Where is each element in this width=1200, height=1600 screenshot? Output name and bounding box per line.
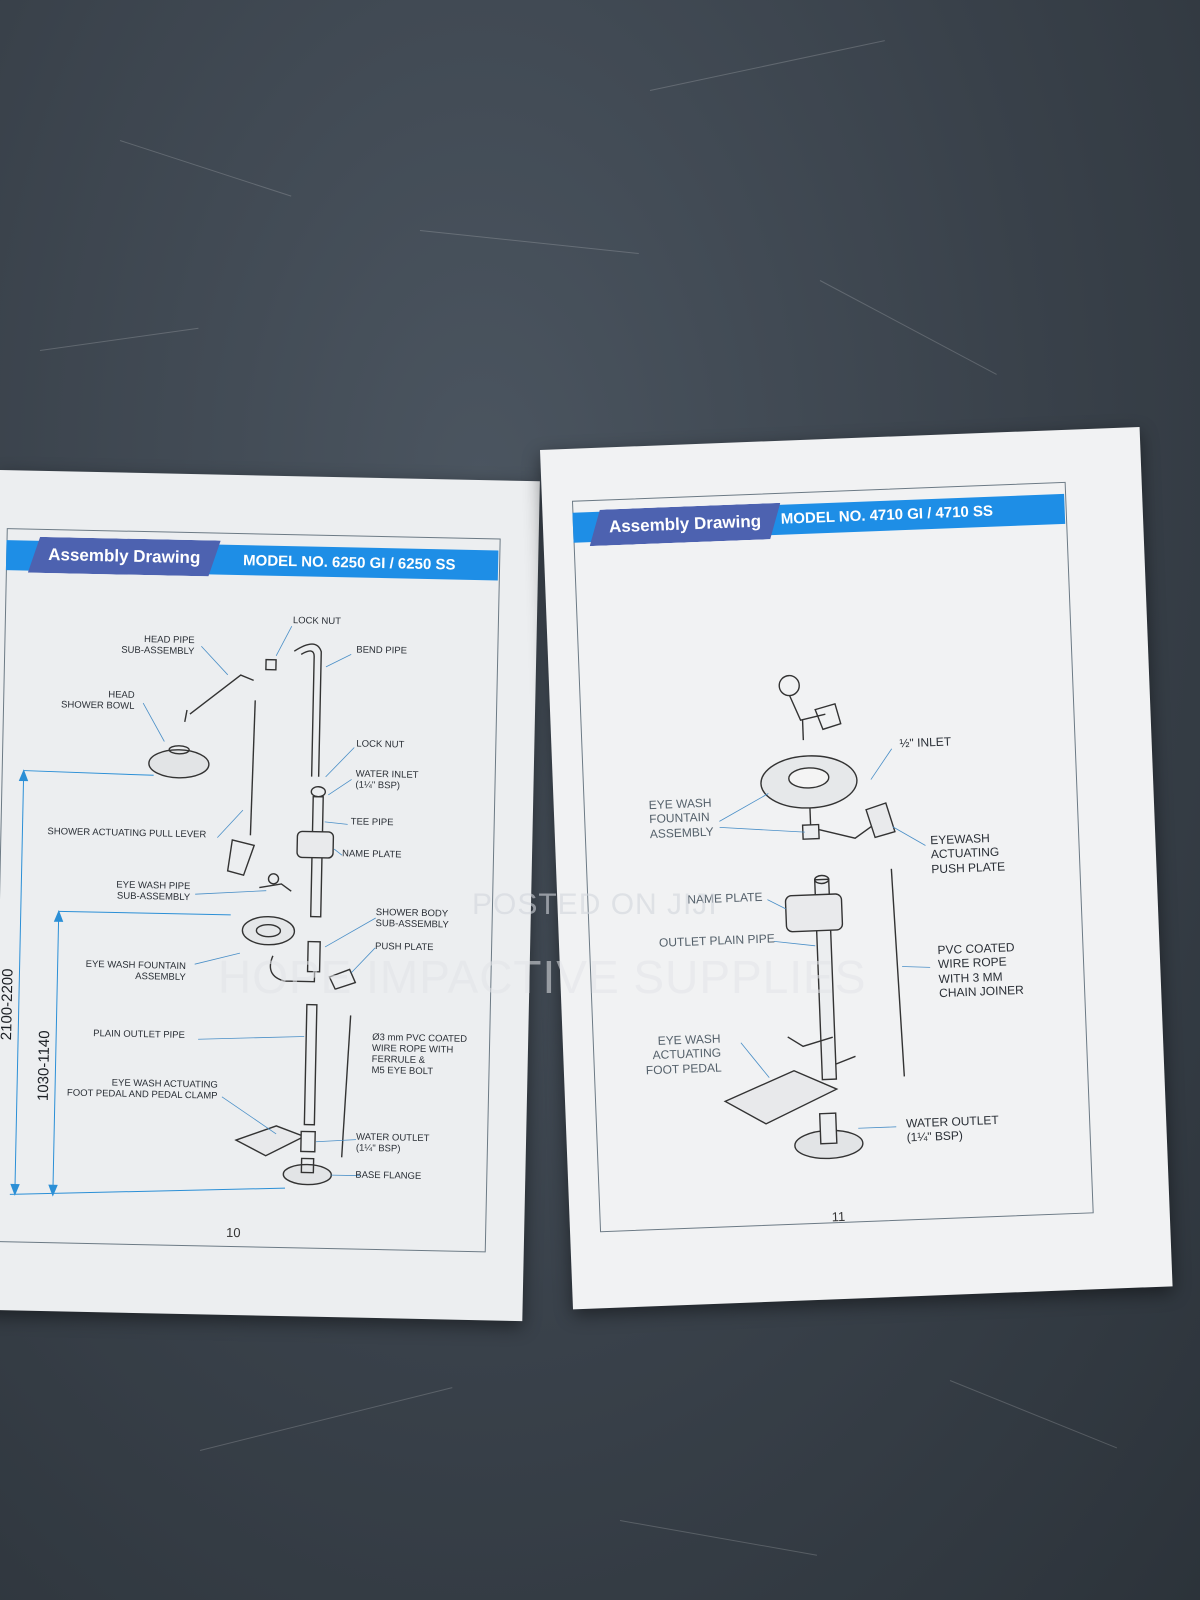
label-eye-wash-fountain: EYE WASH FOUNTAIN ASSEMBLY bbox=[85, 958, 187, 983]
label-plain-outlet-pipe: PLAIN OUTLET PIPE bbox=[93, 1028, 186, 1041]
label-base-flange: BASE FLANGE bbox=[355, 1169, 422, 1182]
label-shower-body: SHOWER BODY SUB-ASSEMBLY bbox=[375, 906, 449, 931]
label-water-outlet-right: WATER OUTLET (1¼" BSP) bbox=[905, 1112, 999, 1145]
label-eyewash-push-plate: EYEWASH ACTUATING PUSH PLATE bbox=[930, 831, 1006, 877]
label-lock-nut-top: LOCK NUT bbox=[292, 615, 342, 628]
dimension-total-height: 2100-2200 bbox=[0, 968, 17, 1041]
right-page-number: 11 bbox=[831, 1208, 846, 1225]
label-bend-pipe: BEND PIPE bbox=[356, 644, 408, 657]
label-pvc-wire-rope: PVC COATED WIRE ROPE WITH 3 MM CHAIN JOI… bbox=[937, 940, 1025, 1001]
label-half-inlet: ½" INLET bbox=[899, 734, 952, 751]
watermark-posted: POSTED ON JIJI bbox=[472, 888, 718, 921]
left-page: Assembly Drawing MODEL NO. 6250 GI / 625… bbox=[0, 470, 540, 1322]
label-head-pipe: HEAD PIPE SUB-ASSEMBLY bbox=[121, 634, 195, 658]
label-head-shower-bowl: HEAD SHOWER BOWL bbox=[60, 689, 135, 712]
label-water-outlet: WATER OUTLET (1¼" BSP) bbox=[355, 1131, 430, 1155]
label-name-plate: NAME PLATE bbox=[341, 848, 402, 861]
label-foot-pedal: EYE WASH ACTUATING FOOT PEDAL AND PEDAL … bbox=[66, 1077, 218, 1102]
dimension-eyewash-height: 1030-1140 bbox=[34, 1030, 54, 1102]
label-wire-rope: Ø3 mm PVC COATED WIRE ROPE WITH FERRULE … bbox=[371, 1031, 468, 1077]
right-page: Assembly Drawing MODEL NO. 4710 GI / 471… bbox=[540, 426, 1173, 1310]
left-assembly-drawing bbox=[9, 625, 376, 1197]
label-tee-pipe: TEE PIPE bbox=[350, 816, 394, 829]
watermark-brand: HOPE IMPACTIVE SUPPLIES bbox=[218, 951, 867, 1003]
label-water-inlet: WATER INLET (1¼" BSP) bbox=[355, 768, 419, 792]
label-eye-wash-pipe: EYE WASH PIPE SUB-ASSEMBLY bbox=[116, 879, 191, 903]
right-assembly-drawing bbox=[719, 674, 931, 1160]
left-page-number: 10 bbox=[225, 1224, 241, 1241]
label-eye-wash-fountain-right: EYE WASH FOUNTAIN ASSEMBLY bbox=[648, 795, 714, 841]
label-lock-nut-mid: LOCK NUT bbox=[356, 738, 405, 751]
label-foot-pedal-right: EYE WASH ACTUATING FOOT PEDAL bbox=[645, 1031, 722, 1078]
